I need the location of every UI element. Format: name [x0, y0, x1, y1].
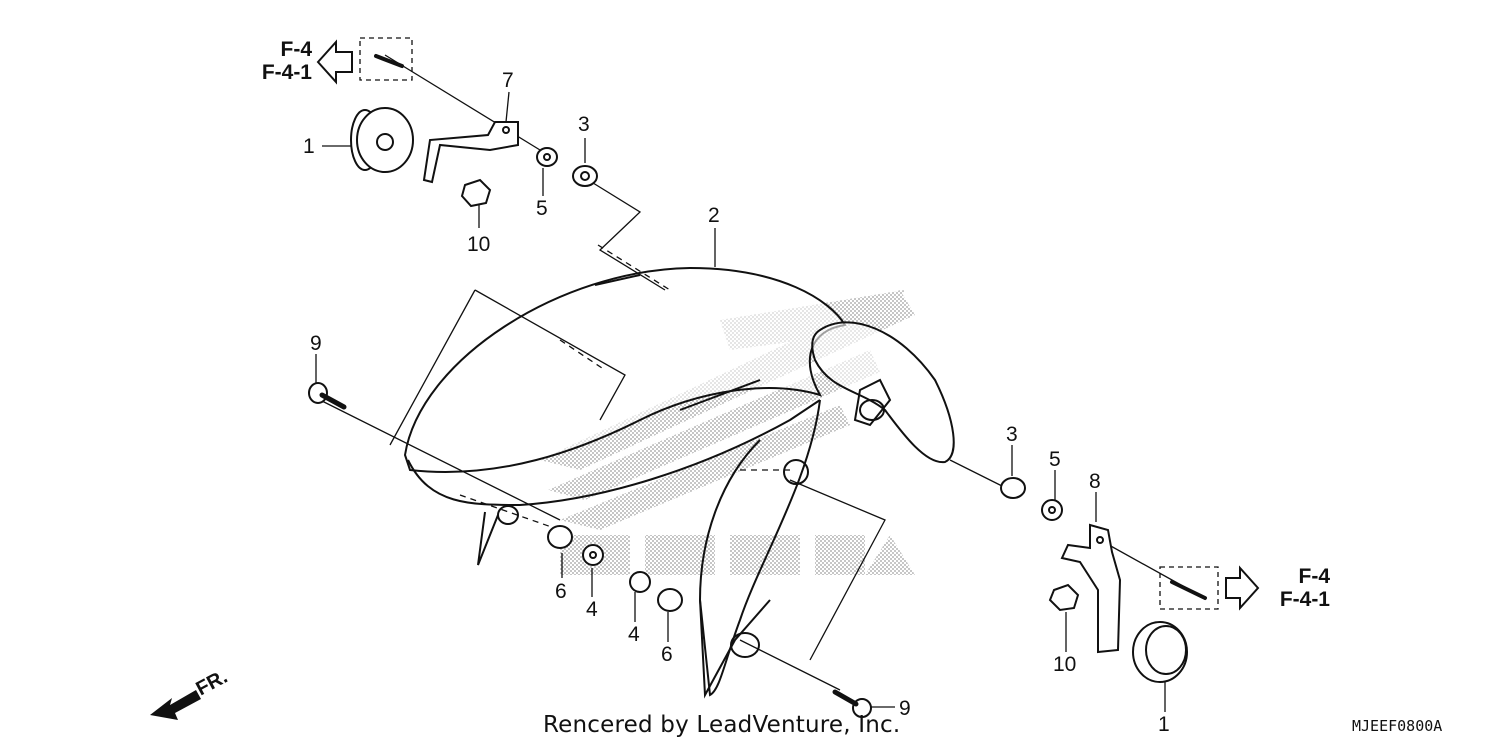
reference-label-bottom-right: F-4 F-4-1 [1262, 565, 1330, 611]
render-credit: Rencered by LeadVenture, Inc. [543, 712, 901, 738]
reference-label-top-left: F-4 F-4-1 [244, 38, 312, 84]
reference-top-left-line1: F-4 [280, 38, 313, 61]
callout-part-7: 7 [502, 69, 514, 92]
callout-part-5-top: 5 [536, 197, 548, 220]
callout-part-10-top: 10 [467, 233, 491, 256]
callout-part-8: 8 [1089, 470, 1101, 493]
callout-part-1-top: 1 [303, 135, 315, 158]
callout-part-5-right: 5 [1049, 448, 1061, 471]
callout-part-1-bottom: 1 [1158, 713, 1170, 736]
front-direction-arrow [150, 690, 201, 720]
callout-part-3-top: 3 [578, 113, 590, 136]
callout-part-4-mid: 4 [628, 623, 640, 646]
callout-part-9-left: 9 [310, 332, 322, 355]
callout-part-6-left: 6 [555, 580, 567, 603]
callout-part-10-right: 10 [1053, 653, 1077, 676]
reference-bottom-right-line1: F-4 [1298, 565, 1331, 588]
reference-arrow-bottom-right [1225, 565, 1260, 611]
front-fender [403, 266, 955, 699]
reference-top-left-line2: F-4-1 [261, 61, 312, 85]
diagram-code: MJEEF0800A [1352, 717, 1443, 735]
callout-part-6-mid: 6 [661, 643, 673, 666]
hardware-parts [308, 37, 1219, 718]
reference-arrow-top-left [316, 39, 353, 85]
callout-part-2: 2 [708, 204, 720, 227]
reference-bottom-right-line2: F-4-1 [1279, 588, 1330, 612]
callout-part-9-bottom: 9 [899, 697, 911, 720]
callout-part-3-right: 3 [1006, 423, 1018, 446]
callout-part-4-left: 4 [586, 598, 598, 621]
